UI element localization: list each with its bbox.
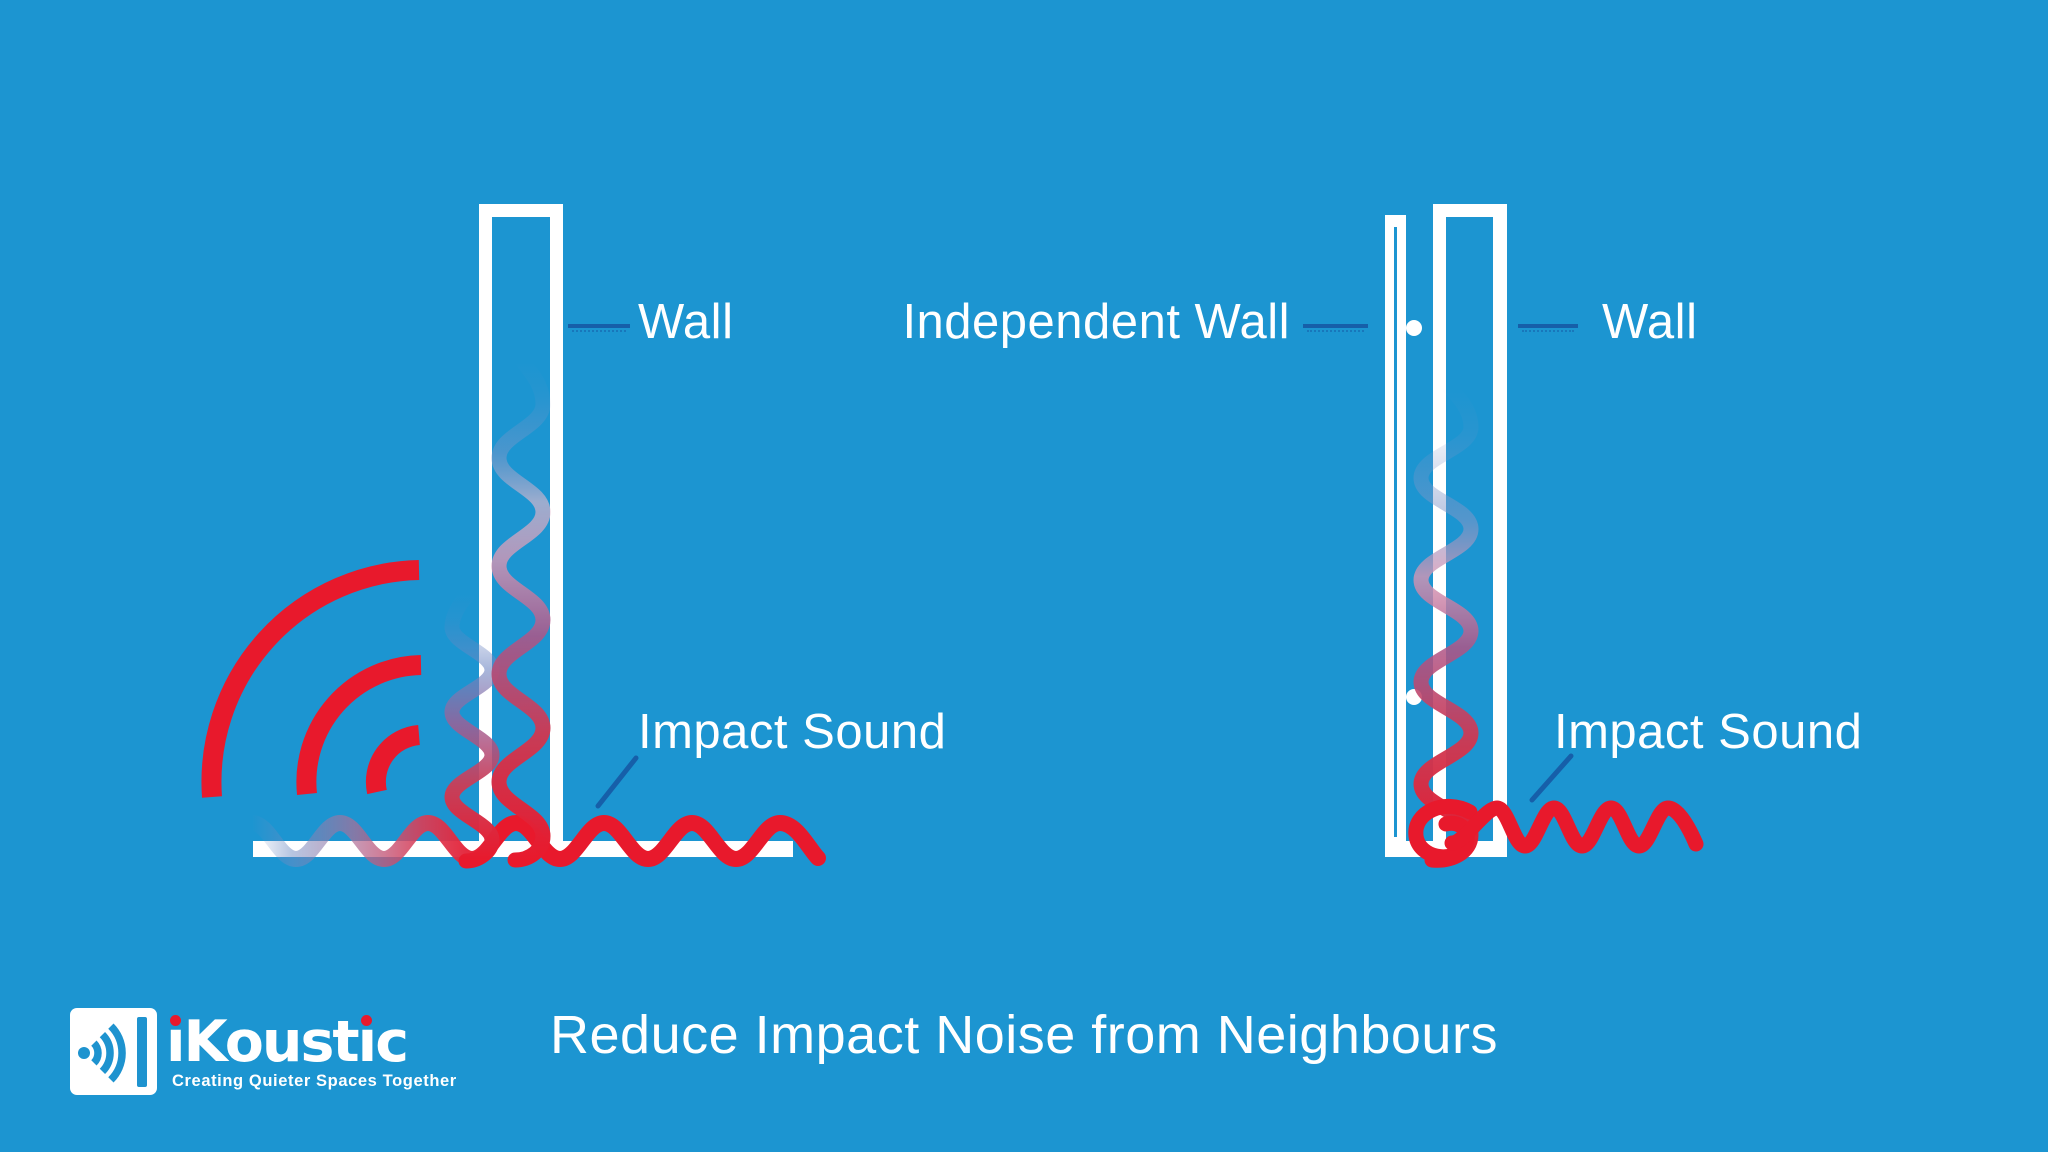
sound-source-dot [78,1047,90,1059]
independent-wall-label: Independent Wall [902,295,1290,349]
independent-wall-slit [1394,227,1397,837]
sound-arc-large [108,1023,126,1083]
logo-brand-text: ıKoustıc [166,1009,409,1075]
sound-arc-small [91,1040,102,1066]
wall-bar-icon [137,1017,147,1087]
impact-sound-arcs [201,560,422,798]
arc-small [365,725,421,795]
left-wall-sound-wave-inner [491,354,551,868]
left-impact-leader-line [595,755,639,809]
right-wall-label: Wall [1602,295,1698,349]
isolation-clip-dot-top [1406,320,1422,336]
right-wall-sound-wave [1413,380,1479,868]
independent-wall-leader-line [1303,324,1368,332]
arc-medium [296,655,422,796]
sound-wave-icon [78,1017,147,1087]
page-title: Reduce Impact Noise from Neighbours [550,1005,1498,1065]
right-floor-sound-wave [1444,800,1704,854]
right-wall-leader-line [1518,324,1578,332]
left-impact-sound-label: Impact Sound [638,705,947,759]
right-impact-sound-label: Impact Sound [1554,705,1863,759]
ikoustic-logo: ıKoustıc Creating Quieter Spaces Togethe… [70,1008,490,1108]
left-wall-sound-wave-outer [444,586,500,869]
left-wall-label: Wall [638,295,734,349]
logo-tagline: Creating Quieter Spaces Together [172,1072,457,1090]
right-impact-leader-line [1529,753,1574,803]
sound-arc-medium [99,1031,114,1075]
arc-large [201,560,420,798]
left-wall-leader-line [568,324,630,332]
logo-box [70,1008,157,1095]
